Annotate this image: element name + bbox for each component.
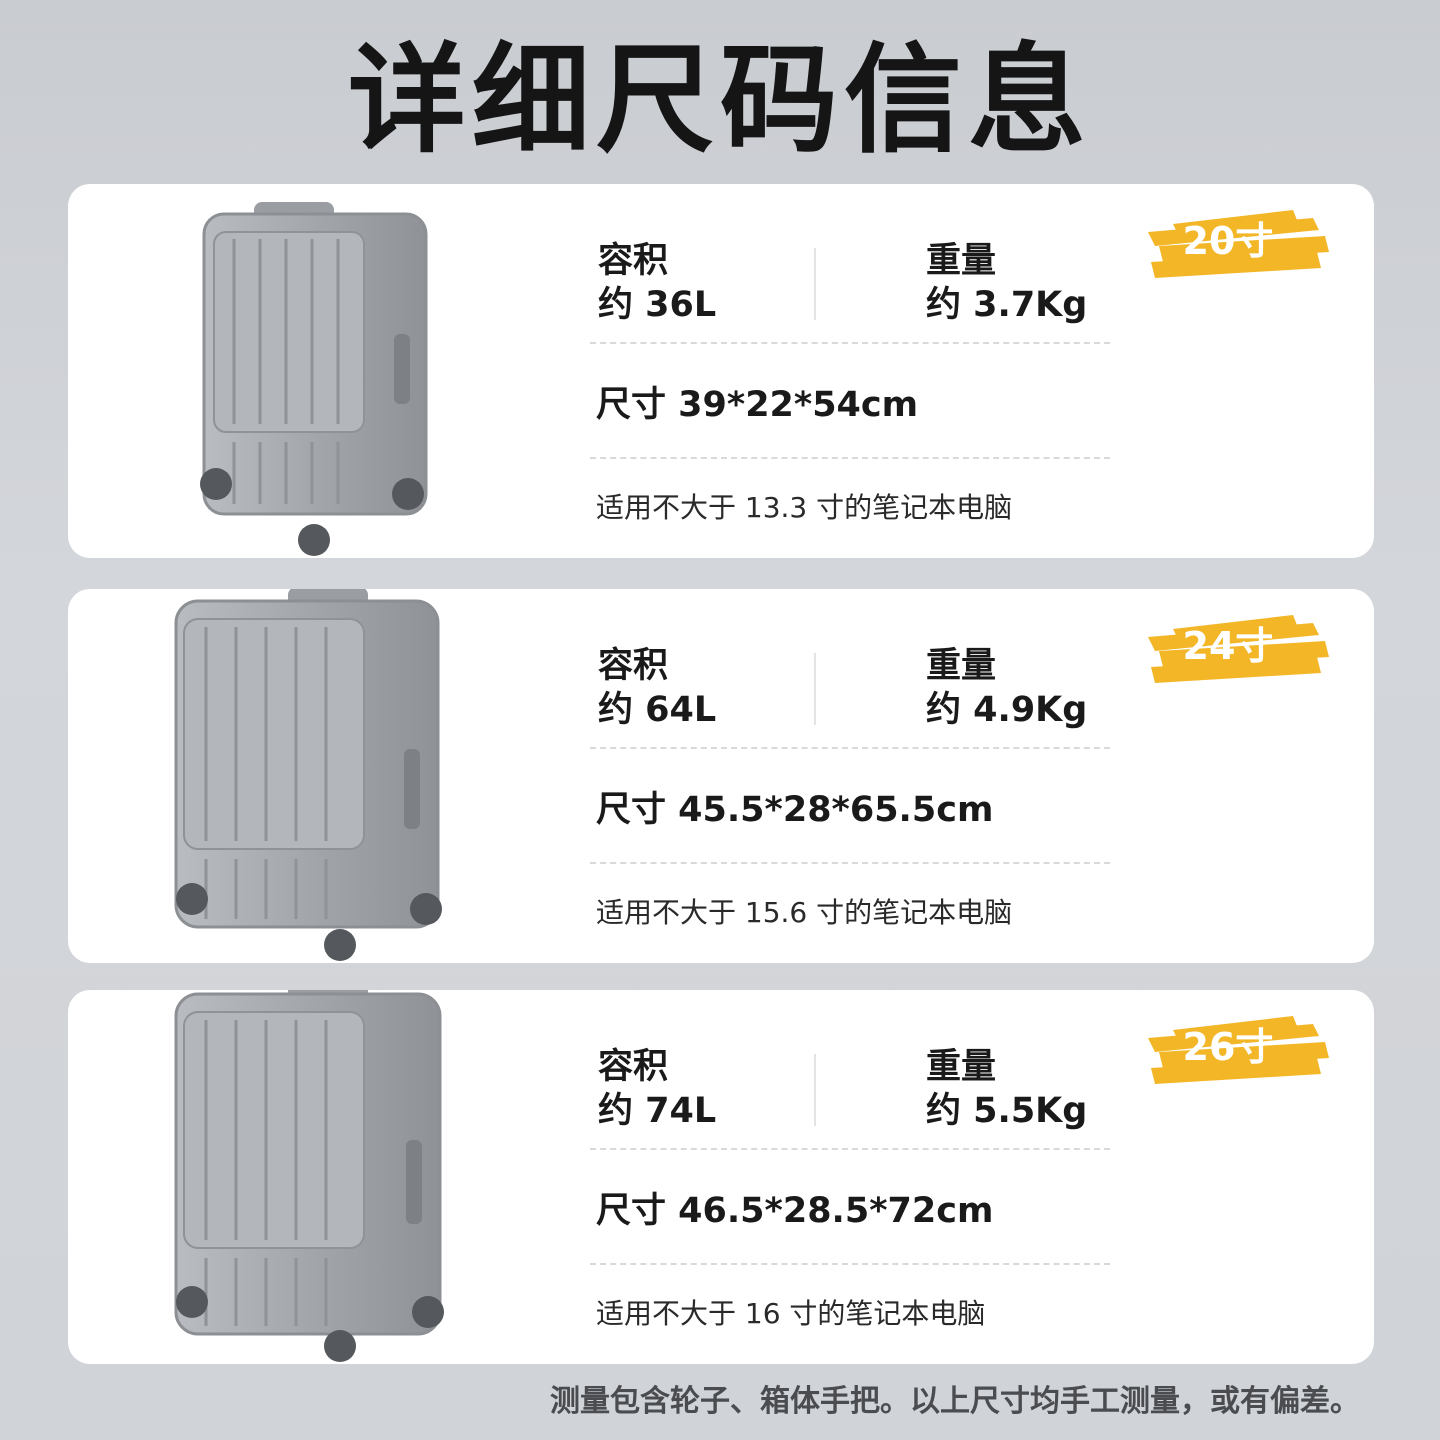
dashed-divider: [590, 1148, 1110, 1150]
dimensions: 尺寸 39*22*54cm: [596, 385, 919, 425]
page-title: 详细尺码信息: [347, 31, 1092, 169]
dashed-divider: [590, 457, 1110, 459]
weight-spec: 重量 约 5.5Kg: [926, 1046, 1087, 1134]
size-badge: 20寸: [1143, 196, 1333, 288]
vertical-divider: [814, 248, 816, 320]
suitcase-image: [174, 589, 442, 961]
volume-value: 约 74L: [598, 1091, 717, 1131]
vertical-divider: [814, 653, 816, 725]
brush-stroke-icon: [1148, 210, 1329, 278]
size-badge: 26寸: [1143, 1002, 1333, 1094]
volume-spec: 容积 约 36L: [598, 240, 716, 328]
measurement-footnote: 测量包含轮子、箱体手把。以上尺寸均手工测量，或有偏差。: [550, 1384, 1360, 1419]
weight-value: 约 5.5Kg: [926, 1091, 1088, 1131]
product-card-20: 容积 约 36L 重量 约 3.7Kg 尺寸 39*22*54cm 适用不大于 …: [68, 184, 1374, 558]
weight-value: 约 4.9Kg: [926, 690, 1088, 730]
dashed-divider: [590, 342, 1110, 344]
weight-value: 约 3.7Kg: [926, 285, 1088, 325]
suitcase-image: [174, 990, 444, 1362]
dashed-divider: [590, 747, 1110, 749]
weight-label: 重量: [926, 646, 997, 686]
volume-label: 容积: [598, 646, 669, 686]
volume-label: 容积: [598, 1047, 669, 1087]
size-badge: 24寸: [1143, 601, 1333, 693]
product-card-24: 容积 约 64L 重量 约 4.9Kg 尺寸 45.5*28*65.5cm 适用…: [68, 589, 1374, 963]
vertical-divider: [814, 1054, 816, 1126]
size-label: 26寸: [1182, 1025, 1274, 1069]
laptop-compatibility: 适用不大于 13.3 寸的笔记本电脑: [596, 491, 1013, 524]
volume-value: 约 64L: [598, 690, 717, 730]
brush-stroke-icon: [1148, 615, 1329, 683]
laptop-compatibility: 适用不大于 15.6 寸的笔记本电脑: [596, 896, 1013, 929]
dashed-divider: [590, 862, 1110, 864]
weight-spec: 重量 约 3.7Kg: [926, 240, 1087, 328]
volume-label: 容积: [598, 241, 669, 281]
product-card-26: 容积 约 74L 重量 约 5.5Kg 尺寸 46.5*28.5*72cm 适用…: [68, 990, 1374, 1364]
volume-spec: 容积 约 64L: [598, 645, 716, 733]
laptop-compatibility: 适用不大于 16 寸的笔记本电脑: [596, 1297, 986, 1330]
volume-value: 约 36L: [598, 285, 717, 325]
brush-stroke-icon: [1148, 1016, 1329, 1084]
volume-spec: 容积 约 74L: [598, 1046, 716, 1134]
size-label: 24寸: [1182, 624, 1274, 668]
size-label: 20寸: [1182, 219, 1274, 263]
weight-label: 重量: [926, 1047, 997, 1087]
weight-spec: 重量 约 4.9Kg: [926, 645, 1087, 733]
dimensions: 尺寸 46.5*28.5*72cm: [596, 1191, 994, 1231]
dimensions: 尺寸 45.5*28*65.5cm: [596, 790, 994, 830]
dashed-divider: [590, 1263, 1110, 1265]
suitcase-image: [200, 202, 428, 556]
weight-label: 重量: [926, 241, 997, 281]
